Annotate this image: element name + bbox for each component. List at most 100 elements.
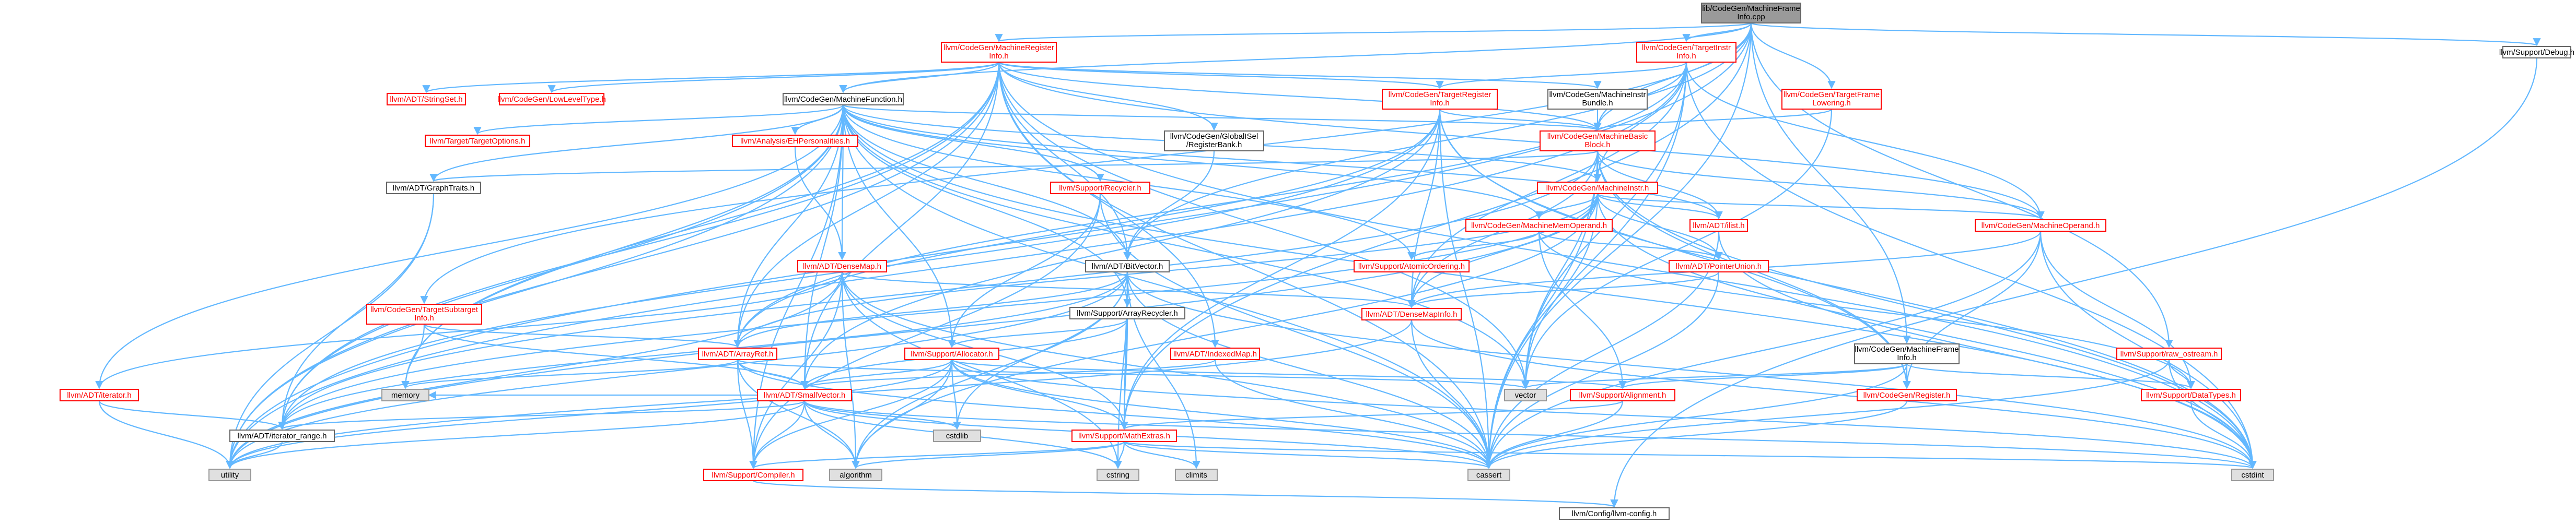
edge-mframeinfo-to-datatypes	[1906, 363, 2195, 389]
edge-root-to-cassert	[1485, 22, 1752, 469]
node-label: algorithm	[840, 471, 872, 480]
node-cstdlib[interactable]: cstdlib	[933, 430, 981, 442]
node-label: llvm/ADT/GraphTraits.h	[393, 184, 474, 193]
node-box	[1547, 89, 1648, 110]
node-iterator[interactable]: llvm/ADT/iterator.h	[60, 389, 139, 401]
node-label: llvm/Support/ArrayRecycler.h	[1077, 309, 1178, 318]
node-regbank[interactable]: llvm/CodeGen/GlobalISel/RegisterBank.h	[1164, 130, 1264, 151]
edge-root-to-debug	[1750, 22, 2540, 46]
node-memory[interactable]: memory	[381, 389, 429, 401]
node-densemap[interactable]: llvm/ADT/DenseMap.h	[797, 260, 887, 272]
node-label: cassert	[1476, 471, 1502, 480]
node-allocator[interactable]: llvm/Support/Allocator.h	[904, 348, 999, 360]
node-atomicord[interactable]: llvm/Support/AtomicOrdering.h	[1354, 260, 1470, 272]
node-box	[904, 348, 999, 360]
node-mfunction[interactable]: llvm/CodeGen/MachineFunction.h	[783, 93, 904, 105]
node-label: llvm/ADT/PointerUnion.h	[1676, 262, 1762, 271]
edge-mreginfo-to-treginfo	[998, 61, 1444, 89]
node-box	[1467, 469, 1510, 481]
edge-graphtraits-to-utility	[226, 193, 435, 469]
node-vector[interactable]: vector	[1504, 389, 1547, 401]
edge-mfunction-to-compiler	[749, 104, 844, 469]
edge-arrayref-to-cassert	[737, 359, 1493, 469]
node-targetoptions[interactable]: llvm/Target/TargetOptions.h	[425, 135, 530, 147]
node-box	[2502, 46, 2571, 58]
node-algorithm[interactable]: algorithm	[829, 469, 882, 481]
node-climits[interactable]: climits	[1175, 469, 1218, 481]
node-cassert[interactable]: cassert	[1467, 469, 1510, 481]
node-rawostream[interactable]: llvm/Support/raw_ostream.h	[2116, 348, 2222, 360]
node-register[interactable]: llvm/CodeGen/Register.h	[1857, 389, 1957, 401]
edge-root-to-mreginfo	[995, 22, 1752, 42]
node-smallvector[interactable]: llvm/ADT/SmallVector.h	[757, 389, 852, 401]
node-datatypes[interactable]: llvm/Support/DataTypes.h	[2141, 389, 2241, 401]
node-compiler[interactable]: llvm/Support/Compiler.h	[703, 469, 803, 481]
node-alignment[interactable]: llvm/Support/Alignment.h	[1570, 389, 1675, 401]
node-moperand[interactable]: llvm/CodeGen/MachineOperand.h	[1975, 219, 2106, 232]
node-label: Bundle.h	[1582, 99, 1613, 108]
edge-mframeinfo-to-cassert	[1485, 363, 1908, 469]
node-label: llvm/ADT/ilist.h	[1693, 221, 1744, 230]
node-box	[698, 348, 777, 360]
edge-treginfo-to-mbb	[1439, 108, 1602, 131]
node-cstdint[interactable]: cstdint	[2231, 469, 2274, 481]
edge-mfunction-to-iterator	[95, 104, 844, 389]
edge-mathextras-to-cstdint	[1123, 440, 2256, 469]
node-iterrange[interactable]: llvm/ADT/iterator_range.h	[229, 430, 335, 442]
node-label: llvm/Target/TargetOptions.h	[430, 137, 526, 146]
edge-mframeinfo-to-alignment	[1618, 363, 1908, 389]
edge-mbb-to-moperand	[1596, 150, 2045, 220]
node-box	[1781, 89, 1882, 110]
node-densemapinfo[interactable]: llvm/ADT/DenseMapInfo.h	[1361, 308, 1462, 320]
node-box	[1537, 182, 1658, 194]
node-ilist[interactable]: llvm/ADT/ilist.h	[1689, 219, 1748, 232]
edge-recycler-to-cassert	[1099, 193, 1493, 469]
node-debug[interactable]: llvm/Support/Debug.h	[2499, 46, 2574, 58]
node-box	[1465, 219, 1613, 232]
node-box	[1857, 389, 1957, 401]
node-box	[933, 430, 981, 442]
node-lowlevel[interactable]: llvm/CodeGen/LowLevelType.h	[497, 93, 606, 105]
node-box	[60, 389, 139, 401]
node-mathextras[interactable]: llvm/Support/MathExtras.h	[1071, 430, 1177, 442]
edge-smallvector-to-iterrange	[278, 400, 806, 430]
node-box	[1689, 219, 1748, 232]
edge-arrayrecycler-to-allocator	[948, 318, 1128, 348]
node-box	[1050, 182, 1150, 194]
edge-rawostream-to-cstdint	[2168, 359, 2257, 469]
node-arrayrecycler[interactable]: llvm/Support/ArrayRecycler.h	[1069, 307, 1185, 319]
node-pointerunion[interactable]: llvm/ADT/PointerUnion.h	[1669, 260, 1769, 272]
node-box	[732, 135, 858, 147]
node-label: Info.h	[989, 52, 1009, 61]
node-cstring[interactable]: cstring	[1097, 469, 1139, 481]
node-label: llvm/CodeGen/MachineMemOperand.h	[1471, 221, 1607, 230]
edge-tinstrinfo-to-cstdint	[1685, 62, 2257, 469]
node-ehpers[interactable]: llvm/Analysis/EHPersonalities.h	[732, 135, 858, 147]
node-arrayref[interactable]: llvm/ADT/ArrayRef.h	[698, 348, 777, 360]
node-utility[interactable]: utility	[208, 469, 251, 481]
node-mmemop[interactable]: llvm/CodeGen/MachineMemOperand.h	[1465, 219, 1613, 232]
node-indexedmap[interactable]: llvm/ADT/IndexedMap.h	[1170, 348, 1260, 360]
node-label: llvm/CodeGen/MachineBasic	[1547, 132, 1648, 141]
node-label: cstring	[1106, 471, 1129, 480]
node-stringset[interactable]: llvm/ADT/StringSet.h	[387, 93, 466, 105]
node-llvmconfig[interactable]: llvm/Config/llvm-config.h	[1559, 507, 1670, 520]
edge-treginfo-to-mathextras	[1120, 109, 1441, 430]
node-recycler[interactable]: llvm/Support/Recycler.h	[1050, 182, 1150, 194]
edge-iterator-to-utility	[98, 400, 234, 469]
node-minstr[interactable]: llvm/CodeGen/MachineInstr.h	[1537, 182, 1658, 194]
node-box	[703, 469, 803, 481]
node-box	[2116, 348, 2222, 360]
node-bitvector[interactable]: llvm/ADT/BitVector.h	[1085, 260, 1170, 272]
node-graphtraits[interactable]: llvm/ADT/GraphTraits.h	[386, 182, 481, 194]
